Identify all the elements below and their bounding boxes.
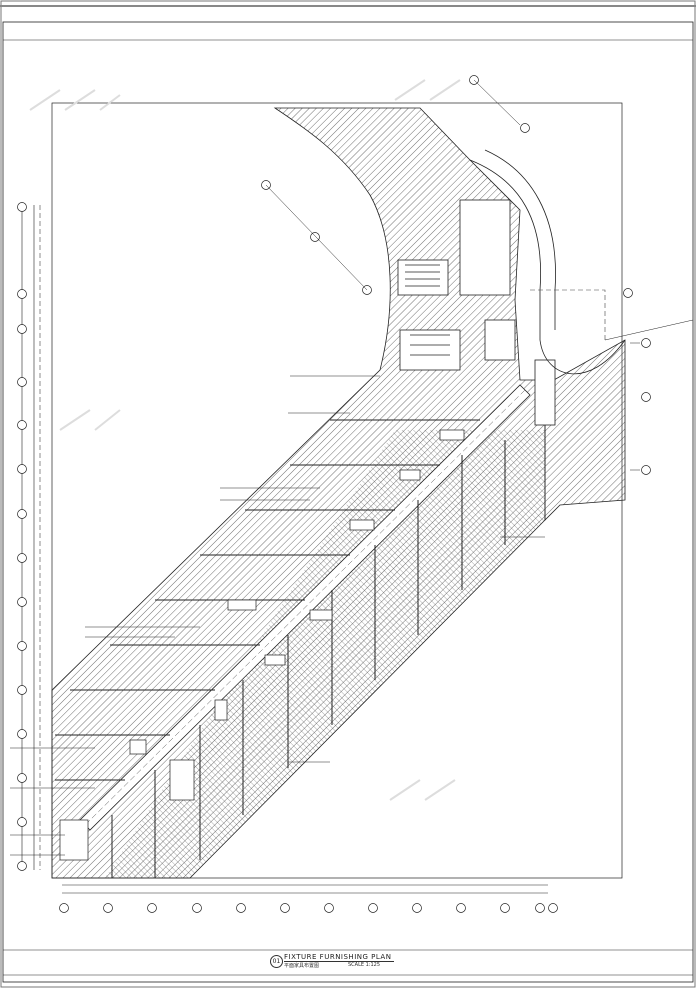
watermark-shapes [29,79,461,801]
left-grid-bubbles [17,202,27,871]
drawing-title-block: 01 FIXTURE FURNISHING PLAN 平面家具布置图 SCALE… [268,953,428,975]
partitions [111,440,506,878]
bottom-grid-bubbles [59,903,558,913]
shelving [55,419,480,781]
drawing-number: 01 [270,955,283,968]
central-corridor [79,384,531,831]
core-stairs [397,199,556,426]
title-underline [284,961,394,962]
left-dimension-line [21,205,35,870]
leader-lines [10,375,545,856]
diagonal-grid-lines [265,79,694,471]
drawing-scale: SCALE 1:125 [348,962,381,968]
building-footprint [51,107,626,879]
bottom-dimension-line [62,884,548,894]
drawing-frame [2,21,694,983]
setback-lines [39,205,606,870]
furniture [59,429,465,861]
drawing-title-cn: 平面家具布置图 [284,963,320,969]
drawing-title: FIXTURE FURNISHING PLAN [284,953,392,961]
